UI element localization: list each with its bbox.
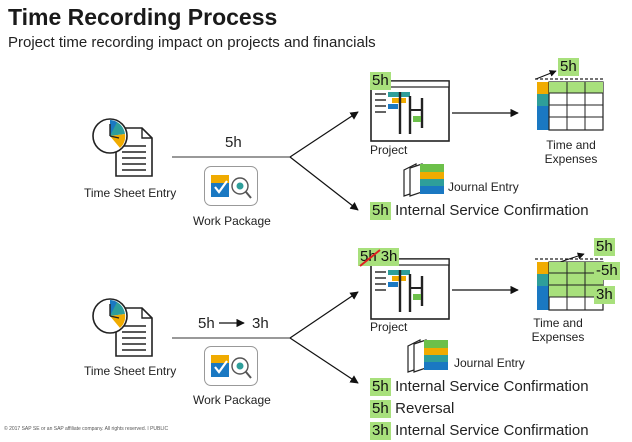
footer-copyright: © 2017 SAP SE or an SAP affiliate compan…: [4, 426, 169, 432]
s1-hours-label: 5h: [225, 134, 242, 151]
timesheet-icon: [92, 118, 153, 177]
s1-time-label: Time and Expenses: [544, 138, 598, 166]
s2-project-label: Project: [370, 320, 408, 334]
s2-project-badges: 5h 3h: [358, 248, 400, 267]
s2-project-new-badge: 3h: [378, 248, 400, 266]
s1-confirmation-badge: 5h: [370, 202, 391, 220]
s2-posting-row-2: 5h Reversal: [370, 400, 454, 418]
s2-posting-badge: 3h: [370, 422, 391, 440]
s1-time-expenses-icon: [535, 78, 605, 131]
s1-confirmation-row: 5h Internal Service Confirmation: [370, 202, 589, 220]
s2-work-package-label: Work Package: [193, 393, 271, 407]
s2-arrow-badge-1: [559, 252, 585, 263]
s2-posting-badge: 5h: [370, 378, 391, 396]
s2-project-old-badge: 5h: [358, 248, 379, 266]
s2-posting-badge: 5h: [370, 400, 391, 418]
s1-journal-label: Journal Entry: [448, 180, 519, 194]
s2-time-label: Time and Expenses: [531, 316, 585, 344]
s1-project-label: Project: [370, 143, 408, 157]
s2-posting-text: Internal Service Confirmation: [395, 378, 589, 395]
s2-project-icon: [370, 258, 450, 320]
s2-time-badge-2: -5h: [594, 262, 620, 280]
page-subtitle: Project time recording impact on project…: [8, 34, 376, 51]
s2-posting-text: Reversal: [395, 400, 455, 417]
s1-journal-entry-icon: [403, 163, 444, 197]
s2-work-package-box: [204, 346, 258, 386]
s2-posting-text: Internal Service Confirmation: [395, 422, 589, 439]
s2-arrow-project: [289, 291, 359, 339]
timesheet-icon: [92, 298, 153, 357]
s1-timesheet-label: Time Sheet Entry: [84, 186, 177, 200]
s2-timesheet-label: Time Sheet Entry: [84, 364, 177, 378]
s2-time-badge-1: 5h: [594, 238, 615, 256]
strike-through-icon: [359, 249, 381, 267]
s2-hours-to: 3h: [252, 315, 269, 332]
s2-time-badge-3: 3h: [594, 286, 615, 304]
s1-project-badge: 5h: [370, 72, 391, 90]
s1-work-package-label: Work Package: [193, 214, 271, 228]
work-package-icon: [211, 175, 252, 199]
s1-project-icon: [370, 80, 450, 142]
s2-posting-row-1: 5h Internal Service Confirmation: [370, 378, 589, 396]
s1-work-package-box: [204, 166, 258, 206]
s1-time-badge: 5h: [558, 58, 579, 76]
s1-arrow-project: [289, 111, 359, 158]
s2-journal-entry-icon: [407, 339, 448, 373]
s1-arrow-confirmation: [289, 156, 359, 211]
s2-hours-from: 5h: [198, 315, 215, 332]
s2-arrow-confirmation: [289, 337, 359, 384]
s1-arrow-time-badge: [535, 70, 557, 80]
work-package-icon: [211, 355, 252, 379]
s2-posting-row-3: 3h Internal Service Confirmation: [370, 422, 589, 440]
s2-journal-label: Journal Entry: [454, 356, 525, 370]
s1-confirmation-text: Internal Service Confirmation: [395, 202, 589, 219]
page-title: Time Recording Process: [8, 4, 278, 30]
